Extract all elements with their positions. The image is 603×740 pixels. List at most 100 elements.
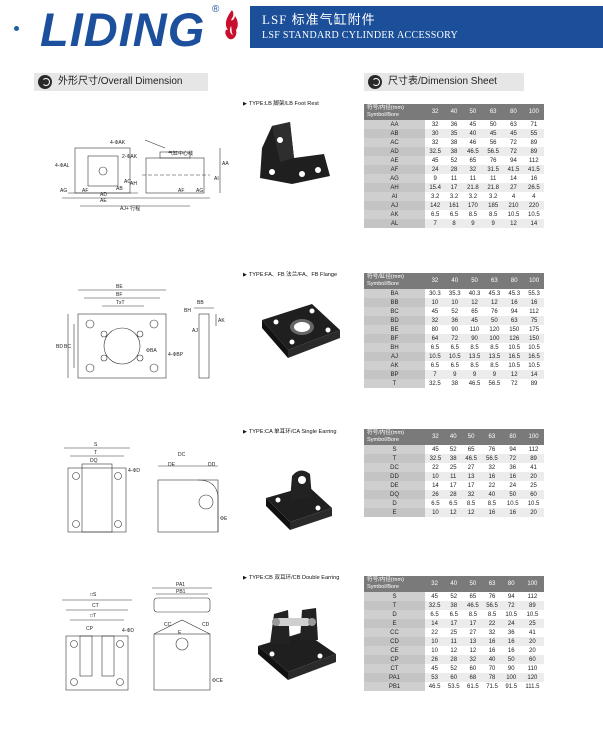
- row-value: 17: [444, 619, 464, 628]
- row-value: 28: [445, 165, 463, 174]
- row-value: 16: [530, 175, 538, 182]
- row-value: 20: [529, 647, 536, 654]
- row-symbol: AK: [364, 361, 425, 370]
- dim-label: CP: [86, 626, 94, 632]
- table-header-bore: 100: [523, 104, 544, 120]
- row-value: 10.5: [508, 362, 521, 369]
- row-value: 46.5: [460, 454, 482, 463]
- dim-label: DD: [208, 462, 216, 468]
- row-value: 10.5: [528, 344, 540, 351]
- row-value: 32: [488, 629, 496, 636]
- fa-fb-product-photo: [258, 296, 342, 372]
- row-value: 9: [464, 370, 485, 379]
- row-value: 56: [489, 139, 497, 146]
- row-value: 32.5: [425, 147, 446, 156]
- row-value: 120: [489, 326, 500, 333]
- row-symbol: AD: [364, 147, 425, 156]
- table-header-bore: 40: [445, 104, 463, 120]
- row-value: 45: [431, 593, 438, 600]
- table-header-bore: 50: [462, 104, 484, 120]
- row-value: 78: [482, 673, 502, 682]
- row-value: 16.5: [524, 352, 544, 361]
- cb-product-photo: [254, 604, 340, 686]
- dim-label: ΦE: [220, 516, 228, 522]
- type-label-ca: TYPE:CA 单耳环/CA Single Earring: [243, 427, 337, 435]
- header-symbol-en: Symbol/Bore: [367, 584, 400, 590]
- dim-label: 气缸中心线: [168, 150, 193, 157]
- row-value: 94: [510, 157, 517, 164]
- dim-label: BE: [116, 284, 123, 290]
- row-value: 8.5: [487, 611, 497, 618]
- dim-label: PA1: [176, 582, 185, 588]
- row-value: 9: [444, 370, 465, 379]
- row-value: 32.5: [425, 454, 446, 463]
- row-value: 12: [450, 647, 458, 654]
- row-value: 72: [444, 334, 465, 343]
- row-value: 6.5: [430, 211, 440, 218]
- row-symbol: AL: [364, 219, 425, 228]
- row-symbol: AG: [364, 174, 425, 183]
- row-value: 6.5: [449, 211, 459, 218]
- table-header-bore: 63: [484, 273, 505, 289]
- type-label-lb: TYPE:LB 脚架/LB Foot Rest: [243, 99, 319, 107]
- row-symbol: AE: [364, 156, 425, 165]
- row-value: 41: [530, 464, 537, 471]
- row-value: 3.2: [489, 193, 498, 200]
- dim-label: DC: [178, 452, 186, 458]
- row-value: 50: [501, 655, 521, 664]
- row-value: 28: [445, 490, 461, 499]
- row-value: 161: [445, 201, 463, 210]
- row-symbol: AA: [364, 120, 425, 129]
- row-value: 10.5: [527, 500, 540, 507]
- row-value: 32.5: [425, 601, 445, 610]
- row-value: 50: [484, 316, 505, 325]
- header-symbol-cn: 符号/内径(mm): [367, 105, 404, 111]
- row-value: 68: [463, 673, 483, 682]
- row-value: 170: [462, 201, 484, 210]
- row-value: 45: [464, 316, 485, 325]
- row-value: 16: [482, 637, 502, 646]
- row-value: 46.5: [428, 683, 441, 690]
- row-symbol: BP: [364, 370, 425, 379]
- row-value: 8.5: [470, 344, 479, 351]
- type-label-fa-fb: TYPE:FA、FB 法兰/FA、FB Flange: [243, 270, 337, 278]
- title-cn: LSF 标准气缸附件: [262, 12, 376, 27]
- row-value: 46: [469, 139, 477, 146]
- row-value: 14: [523, 219, 544, 228]
- row-value: 10: [425, 298, 445, 307]
- row-value: 41: [529, 629, 536, 636]
- header-symbol-cn: 符号/内径(mm): [367, 430, 404, 436]
- row-value: 25: [450, 629, 458, 636]
- table-header-bore: 100: [524, 273, 544, 289]
- row-value: 40.3: [468, 290, 481, 297]
- row-value: 3.2: [430, 193, 440, 200]
- dim-label: 2-ΦAK: [122, 154, 138, 160]
- table-header-symbol: 符号/内径(mm)Symbol/Bore: [364, 429, 425, 445]
- row-value: 24: [425, 165, 446, 174]
- row-value: 30.3: [429, 290, 441, 297]
- row-value: 16.5: [504, 352, 525, 361]
- row-value: 10.5: [444, 352, 465, 361]
- table-header-bore: 50: [463, 576, 483, 592]
- row-value: 12: [464, 298, 485, 307]
- row-value: 72: [510, 139, 517, 146]
- row-symbol: CD: [364, 637, 425, 646]
- row-value: 6.5: [430, 611, 439, 618]
- row-value: 31.5: [483, 165, 504, 174]
- row-value: 12: [484, 298, 505, 307]
- row-value: 3.2: [449, 193, 459, 200]
- row-value: 22: [488, 482, 496, 489]
- row-value: 6.5: [449, 611, 458, 618]
- dim-label: ΦBA: [146, 348, 157, 354]
- dim-label: AE: [100, 198, 107, 204]
- row-value: 9: [433, 175, 437, 182]
